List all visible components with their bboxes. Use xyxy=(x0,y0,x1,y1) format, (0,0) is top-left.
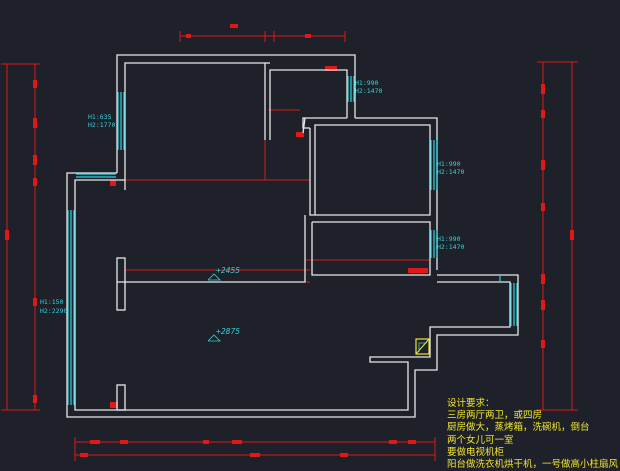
elevation-lower-text: +2875 xyxy=(216,327,240,336)
window-label-top-right-h2: H2:1470 xyxy=(355,87,382,95)
bottom-dimension-line xyxy=(74,437,436,461)
left-dimension-line xyxy=(1,63,40,411)
elevation-marker-upper: +2455 xyxy=(207,266,240,281)
walls xyxy=(66,54,519,418)
right-dimension-line xyxy=(537,61,578,411)
window-label-right-lower-h2: H2:1470 xyxy=(437,243,464,251)
window-label-right-upper-h2: H2:1470 xyxy=(437,168,464,176)
window-label-left-h1: H1:150 xyxy=(40,298,64,306)
window-label-top-right-h1: H1:990 xyxy=(355,79,379,87)
top-dimension-line xyxy=(179,24,346,42)
requirement-line-4: 要做电视机柜 xyxy=(447,446,505,458)
window-label-left-h2: H2:2290 xyxy=(40,307,67,315)
elevation-marker-lower: +2875 xyxy=(207,327,240,342)
window-label-top-left-h1: H1:635 xyxy=(88,113,112,121)
windows xyxy=(67,76,518,405)
requirements-title: 设计要求： xyxy=(447,398,495,409)
elevation-upper-text: +2455 xyxy=(216,266,240,275)
design-requirements-note: 设计要求： 三房两厅两卫，或四房 厨房做大，蒸烤箱，洗碗机，倒台 两个女儿可一室… xyxy=(447,398,618,471)
window-label-right-upper-h1: H1:990 xyxy=(437,160,461,168)
requirement-line-2: 厨房做大，蒸烤箱，洗碗机，倒台 xyxy=(447,422,590,434)
window-label-right-lower-h1: H1:990 xyxy=(437,235,461,243)
window-label-top-left-h2: H2:1770 xyxy=(88,121,115,129)
requirement-line-1: 三房两厅两卫，或四房 xyxy=(447,410,543,422)
requirement-line-5: 阳台做洗衣机烘干机，一号做高小柱扇风 xyxy=(447,459,619,471)
appliance-symbol xyxy=(415,338,430,355)
requirement-line-3: 两个女儿可一室 xyxy=(447,434,514,446)
